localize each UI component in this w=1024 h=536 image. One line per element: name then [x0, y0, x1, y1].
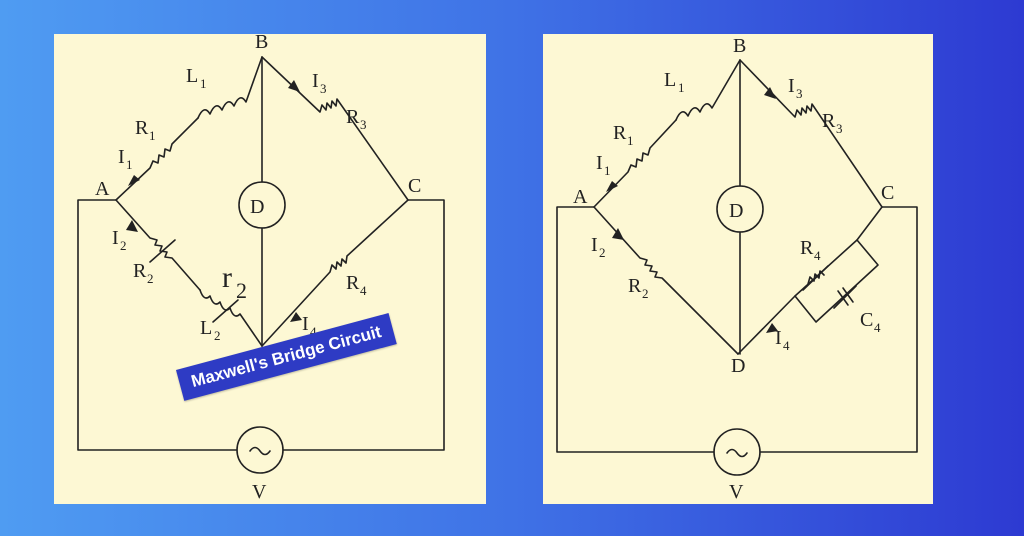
left-branch-ad [115, 199, 201, 291]
right-i2-label: I [591, 234, 598, 256]
left-detector-circle [238, 181, 286, 229]
right-r2-label: R [628, 275, 642, 297]
right-arrow-i1 [606, 181, 618, 192]
left-i2-label: I [112, 227, 119, 249]
right-r3-label: R [822, 110, 836, 132]
left-r4-sub: 4 [360, 283, 367, 298]
left-i4-sub: 4 [310, 324, 317, 339]
right-r1-sub: 1 [627, 133, 634, 148]
right-r4-sub: 4 [814, 248, 821, 263]
right-circuit-diagram: B A C D D V L 1 R 1 I 1 I 2 R 2 I 3 R 3 … [556, 35, 918, 503]
left-node-c: C [408, 175, 421, 197]
right-detector-circle [716, 185, 764, 233]
left-inductor-l2 [199, 289, 263, 347]
left-inductor-l1 [197, 56, 263, 119]
right-i3-sub: 3 [796, 86, 803, 101]
right-arrow-i2 [612, 228, 624, 240]
right-source-label: V [729, 481, 744, 503]
left-branch-bc [261, 56, 409, 201]
right-i2-sub: 2 [599, 245, 606, 260]
right-i3-label: I [788, 75, 795, 97]
left-branch-dc [261, 199, 409, 347]
left-node-a: A [95, 178, 110, 200]
left-r1-label: R [135, 117, 149, 139]
left-arrow-i1 [128, 175, 140, 186]
right-inductor-l1 [675, 59, 741, 121]
right-l1-label: L [664, 69, 676, 91]
right-resistor-r4 [807, 270, 825, 285]
right-node-d: D [731, 355, 745, 377]
right-branch-dc [737, 206, 883, 355]
left-source-label: V [252, 481, 267, 503]
left-r2-small-label: r [222, 261, 232, 294]
left-i4-label: I [302, 313, 309, 335]
right-c4-label: C [860, 309, 873, 331]
right-node-a: A [573, 186, 588, 208]
left-r2-label: R [133, 260, 147, 282]
right-l1-sub: 1 [678, 80, 685, 95]
left-source-symbol [236, 426, 284, 474]
right-capacitor-variable-arrow [833, 285, 857, 309]
left-i2-sub: 2 [120, 238, 127, 253]
right-arrow-i3 [764, 87, 776, 99]
left-arrow-i4 [290, 312, 302, 322]
left-node-b: B [255, 31, 268, 53]
right-i4-label: I [775, 327, 782, 349]
left-variable-arrow-2 [212, 299, 239, 323]
right-circuit-panel: B A C D D V L 1 R 1 I 1 I 2 R 2 I 3 R 3 … [543, 34, 933, 504]
left-arrow-i3 [288, 80, 300, 92]
left-i3-sub: 3 [320, 81, 327, 96]
left-circuit-diagram: B A C D D ~ V L 1 R 1 I 1 I 2 R 2 r 2 L … [77, 31, 445, 503]
right-branch-ad [593, 206, 739, 355]
right-detector-label: D [729, 200, 743, 222]
left-l2-label: L [200, 317, 212, 339]
right-i1-label: I [596, 152, 603, 174]
left-branch-ab [115, 117, 199, 201]
right-source-symbol [713, 428, 761, 476]
left-r4-label: R [346, 272, 360, 294]
left-i3-label: I [312, 70, 319, 92]
left-r3-label: R [346, 106, 360, 128]
left-r1-sub: 1 [149, 128, 156, 143]
right-branch-ab [593, 119, 677, 208]
left-i1-sub: 1 [126, 157, 133, 172]
right-parallel-box [794, 239, 879, 323]
left-i1-label: I [118, 146, 125, 168]
left-l1-label: L [186, 65, 198, 87]
right-r3-sub: 3 [836, 121, 843, 136]
right-i1-sub: 1 [604, 163, 611, 178]
right-node-c: C [881, 182, 894, 204]
left-l1-sub: 1 [200, 76, 207, 91]
left-r2-sub: 2 [147, 271, 154, 286]
right-variable-arrow [802, 265, 829, 291]
right-node-b: B [733, 35, 746, 57]
right-r4-label: R [800, 237, 814, 259]
right-c4-sub: 4 [874, 320, 881, 335]
left-detector-label: D [250, 196, 264, 218]
right-outer-wire [556, 206, 918, 453]
left-r3-sub: 3 [360, 117, 367, 132]
left-r2-small-sub: 2 [236, 278, 247, 303]
right-branch-bc [739, 59, 883, 208]
left-circuit-panel: B A C D D ~ V L 1 R 1 I 1 I 2 R 2 r 2 L … [54, 31, 486, 504]
left-variable-arrow [149, 239, 176, 263]
right-arrow-i4 [766, 323, 778, 333]
left-sine-icon [249, 446, 271, 456]
left-outer-wire [77, 199, 445, 451]
left-arrow-i2 [126, 220, 138, 232]
right-sine-icon [726, 448, 748, 458]
right-r1-label: R [613, 122, 627, 144]
right-r2-sub: 2 [642, 286, 649, 301]
right-i4-sub: 4 [783, 338, 790, 353]
left-l2-sub: 2 [214, 328, 221, 343]
